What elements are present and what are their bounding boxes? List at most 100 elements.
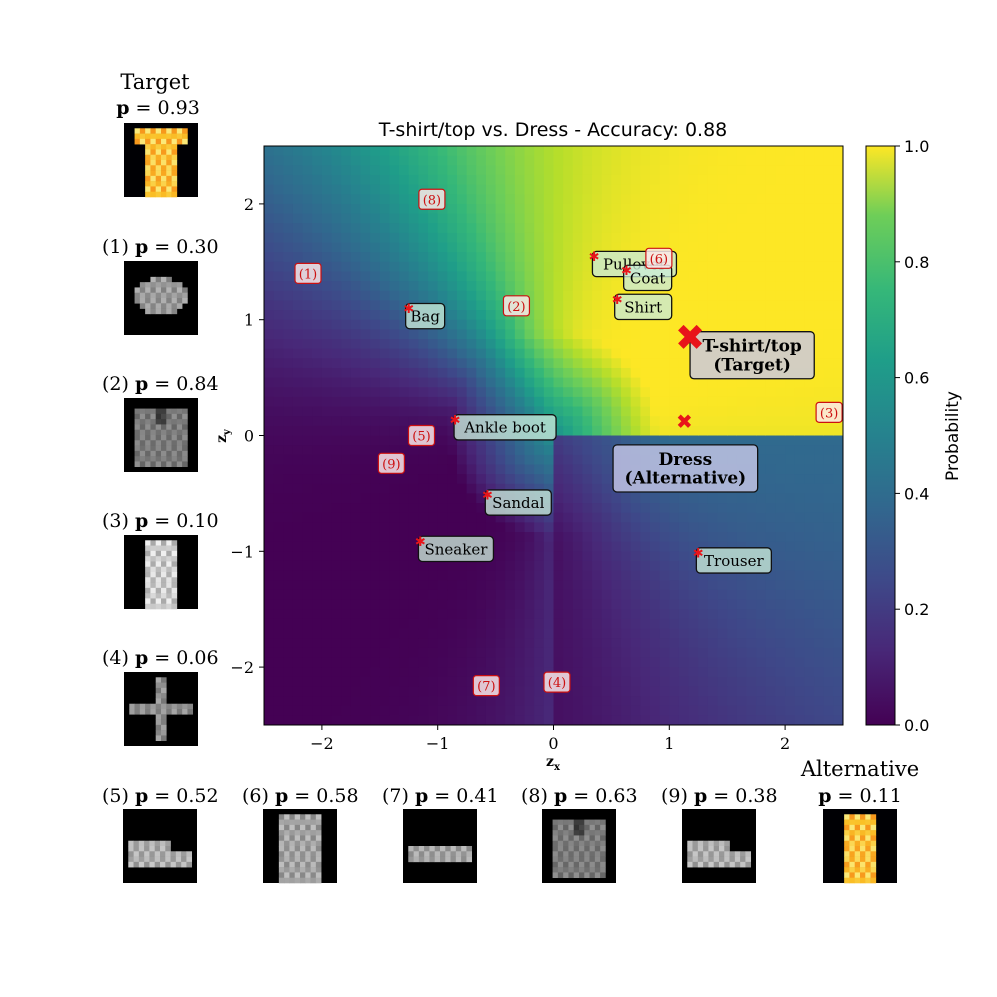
heatmap-cell [485, 339, 497, 350]
heatmap-cell [476, 638, 487, 649]
heatmap-cell [611, 541, 622, 552]
heatmap-cell [746, 493, 757, 504]
heatmap-cell [428, 589, 439, 601]
heatmap-cell [534, 203, 545, 215]
heatmap-cell [650, 503, 661, 514]
heatmap-cell [399, 290, 410, 301]
sample-marker-label: (7) [477, 680, 495, 695]
heatmap-cell [341, 638, 352, 649]
heatmap-cell [505, 281, 516, 292]
heatmap-cell [775, 174, 786, 186]
heatmap-cell [399, 532, 410, 543]
heatmap-cell [707, 628, 719, 639]
heatmap-cell [408, 281, 419, 292]
heatmap-cell [707, 406, 719, 417]
heatmap-cell [678, 319, 690, 330]
class-label-sandal-text: Sandal [492, 494, 544, 512]
heatmap-cell [572, 522, 584, 533]
heatmap-cell [418, 174, 429, 186]
heatmap-cell [707, 319, 719, 330]
heatmap-cell [350, 522, 362, 533]
heatmap-cell [485, 387, 497, 398]
heatmap-cell [785, 281, 796, 292]
heatmap-cell [678, 184, 690, 195]
heatmap-cell [457, 165, 468, 176]
heatmap-cell [659, 194, 670, 205]
heatmap-cell [611, 618, 622, 630]
heatmap-cell [408, 667, 419, 678]
heatmap-cell [611, 396, 622, 408]
heatmap-cell [283, 493, 294, 504]
heatmap-cell [447, 242, 458, 253]
heatmap-cell [457, 213, 468, 224]
heatmap-cell [833, 358, 843, 369]
heatmap-cell [804, 184, 815, 195]
heatmap-cell [428, 232, 439, 244]
heatmap-cell [611, 155, 622, 166]
heatmap-cell [707, 705, 719, 716]
heatmap-cell [379, 165, 391, 176]
heatmap-cell [302, 599, 313, 610]
heatmap-cell [650, 647, 661, 659]
heatmap-cell [775, 638, 786, 649]
heatmap-cell [563, 483, 574, 494]
heatmap-cell [582, 252, 593, 263]
heatmap-cell [707, 599, 719, 610]
heatmap-cell [514, 146, 526, 157]
heatmap-cell [360, 522, 371, 533]
heatmap-cell [466, 696, 477, 707]
heatmap-cell [678, 242, 690, 253]
heatmap-cell [495, 570, 506, 581]
heatmap-cell [437, 358, 448, 369]
heatmap-cell [292, 329, 304, 340]
heatmap-cell [765, 686, 777, 697]
heatmap-cell [621, 367, 632, 379]
heatmap-cell [601, 329, 612, 340]
heatmap-cell [688, 647, 699, 659]
heatmap-cell [823, 146, 834, 157]
heatmap-cell [341, 290, 352, 301]
heatmap-cell [727, 676, 738, 687]
heatmap-cell [485, 406, 497, 417]
heatmap-cell [688, 213, 699, 224]
heatmap-cell [534, 570, 545, 581]
heatmap-cell [698, 686, 709, 697]
heatmap-cell [514, 339, 526, 350]
heatmap-cell [833, 474, 843, 485]
heatmap-cell [350, 551, 362, 562]
heatmap-cell [379, 223, 391, 234]
heatmap-cell [292, 551, 304, 562]
heatmap-cell [505, 696, 516, 707]
heatmap-cell [534, 184, 545, 195]
heatmap-cell [621, 416, 632, 427]
heatmap-cell [823, 676, 834, 687]
heatmap-cell [833, 271, 843, 282]
heatmap-cell [321, 377, 333, 388]
heatmap-cell [698, 203, 709, 215]
heatmap-cell [302, 242, 313, 253]
heatmap-cell [350, 483, 362, 494]
heatmap-cell [283, 155, 294, 166]
heatmap-cell [621, 174, 632, 186]
heatmap-cell [292, 647, 304, 659]
heatmap-cell [524, 242, 535, 253]
heatmap-cell [350, 348, 362, 359]
heatmap-cell [553, 223, 564, 234]
thumbnail-image [263, 809, 337, 884]
heatmap-cell [437, 155, 448, 166]
heatmap-cell [264, 146, 275, 157]
heatmap-cell [814, 213, 825, 224]
heatmap-cell [447, 454, 458, 466]
heatmap-cell [514, 560, 526, 572]
heatmap-cell [688, 532, 699, 543]
heatmap-cell [302, 194, 313, 205]
heatmap-cell [814, 551, 825, 562]
heatmap-cell [370, 580, 381, 591]
heatmap-cell [650, 532, 661, 543]
heatmap-cell [833, 425, 843, 437]
heatmap-cell [283, 570, 294, 581]
heatmap-cell [476, 609, 487, 620]
heatmap-cell [669, 416, 680, 427]
heatmap-cell [302, 406, 313, 417]
heatmap-cell [785, 483, 796, 494]
